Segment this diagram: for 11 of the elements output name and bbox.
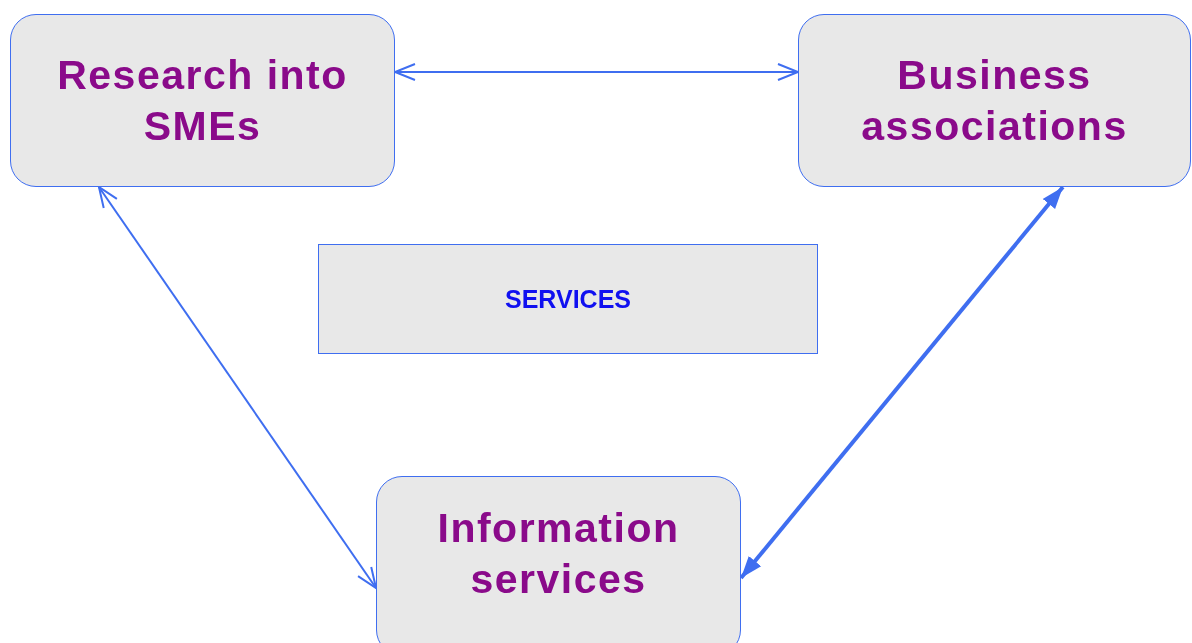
double-arrow <box>739 185 1065 580</box>
rounded-box <box>376 476 741 643</box>
rounded-box <box>798 14 1191 187</box>
box-title: Information services <box>436 504 681 604</box>
double-arrow <box>394 62 799 81</box>
label-box <box>318 244 818 354</box>
rounded-box <box>10 14 395 187</box>
box-title: Research into SMEs <box>56 50 349 151</box>
double-arrow <box>97 186 377 589</box>
box-title: Business associations <box>860 50 1129 151</box>
box-title: SERVICES <box>505 284 631 314</box>
